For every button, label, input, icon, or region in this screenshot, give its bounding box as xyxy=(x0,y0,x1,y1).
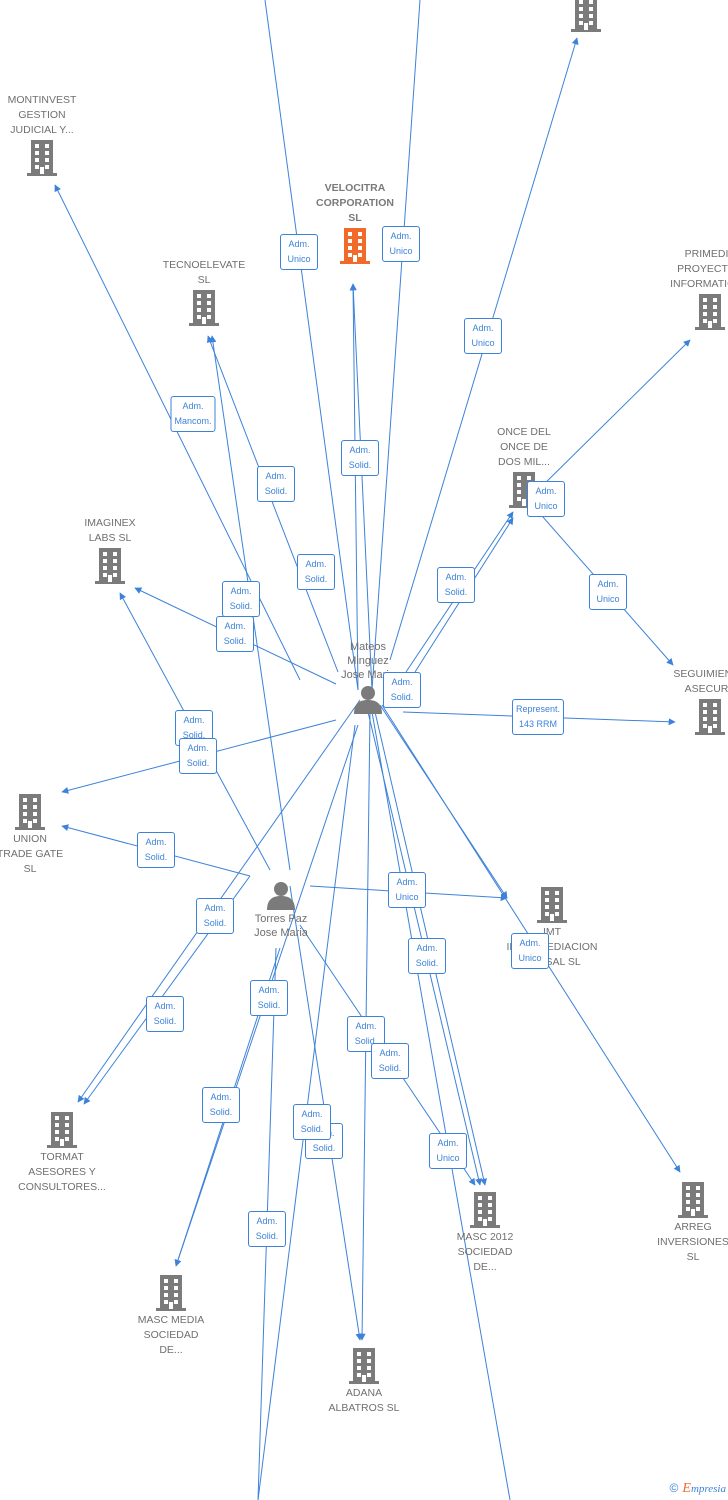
building-icon xyxy=(27,140,57,176)
person-name: Torres Paz Jose Maria xyxy=(254,913,308,939)
company-name: UNION TRADE GATE SL xyxy=(0,833,64,875)
brand-name: mpresia xyxy=(690,1483,726,1495)
company-montinvest[interactable]: MONTINVEST GESTION JUDICIAL Y... xyxy=(0,93,94,178)
role-label[interactable]: Adm. Unico xyxy=(280,234,318,270)
company-name: TECNOELEVATE SL xyxy=(162,259,246,286)
person-icon xyxy=(267,882,295,910)
role-label[interactable]: Adm. Solid. xyxy=(408,938,446,974)
role-label[interactable]: Adm. Solid. xyxy=(371,1043,409,1079)
building-icon xyxy=(537,887,567,923)
company-name: ONCE DEL ONCE DE DOS MIL... xyxy=(497,426,551,468)
role-label[interactable]: Adm. Unico xyxy=(382,226,420,262)
role-label[interactable]: Adm. Mancom. xyxy=(170,396,216,432)
building-icon xyxy=(47,1112,77,1148)
company-name: MONTINVEST GESTION JUDICIAL Y... xyxy=(7,94,77,136)
role-label[interactable]: Adm. Solid. xyxy=(196,898,234,934)
role-label[interactable]: Adm. Unico xyxy=(589,574,627,610)
company-name: SEGUIMIENTO ASECURE xyxy=(673,668,728,695)
company-adana[interactable]: ADANA ALBATROS SL xyxy=(312,1346,416,1416)
empresia-watermark: ©Empresia xyxy=(670,1481,726,1497)
role-label[interactable]: Adm. Solid. xyxy=(248,1211,286,1247)
company-seguimiento[interactable]: SEGUIMIENTO ASECURE xyxy=(658,667,728,737)
edge-line xyxy=(264,0,359,691)
company-name: ADANA ALBATROS SL xyxy=(328,1387,400,1414)
company-imaginex[interactable]: IMAGINEX LABS SL xyxy=(58,516,162,586)
person-icon xyxy=(354,686,382,714)
company-name: IMAGINEX LABS SL xyxy=(84,517,136,544)
role-label[interactable]: Adm. Solid. xyxy=(437,567,475,603)
role-label[interactable]: Adm. Unico xyxy=(429,1133,467,1169)
company-union[interactable]: UNION TRADE GATE SL xyxy=(0,792,82,877)
company-tecnoelevate[interactable]: TECNOELEVATE SL xyxy=(152,258,256,328)
role-label[interactable]: Adm. Solid. xyxy=(297,554,335,590)
company-name: MASC 2012 SOCIEDAD DE... xyxy=(456,1231,514,1273)
role-label[interactable]: Adm. Unico xyxy=(464,318,502,354)
company-name: TORMAT ASESORES Y CONSULTORES... xyxy=(18,1151,106,1193)
brand-initial: E xyxy=(682,1481,691,1496)
company-tormat[interactable]: TORMAT ASESORES Y CONSULTORES... xyxy=(10,1110,114,1195)
role-label[interactable]: Adm. Solid. xyxy=(216,616,254,652)
building-icon xyxy=(189,290,219,326)
role-label[interactable]: Adm. Unico xyxy=(511,933,549,969)
role-label[interactable]: Adm. Solid. xyxy=(250,980,288,1016)
building-icon xyxy=(678,1182,708,1218)
company-name: ARREG INVERSIONES SL xyxy=(657,1221,728,1263)
role-label[interactable]: Adm. Solid. xyxy=(222,581,260,617)
building-icon xyxy=(15,794,45,830)
edge-line xyxy=(371,711,511,1500)
role-label[interactable]: Adm. Solid. xyxy=(257,466,295,502)
edge-line xyxy=(207,335,339,673)
company-velocitra[interactable]: VELOCITRA CORPORATION SL xyxy=(303,181,407,266)
copyright-symbol: © xyxy=(669,1481,679,1495)
company-name: VELOCITRA CORPORATION SL xyxy=(316,182,394,224)
company-mascmedia[interactable]: MASC MEDIA SOCIEDAD DE... xyxy=(119,1273,223,1358)
building-icon xyxy=(470,1192,500,1228)
company-name: MASC MEDIA SOCIEDAD DE... xyxy=(137,1314,205,1356)
edge-line xyxy=(527,339,691,501)
company-top[interactable] xyxy=(534,0,638,34)
company-once[interactable]: ONCE DEL ONCE DE DOS MIL... xyxy=(472,425,576,510)
building-icon xyxy=(340,228,370,264)
company-masc2012[interactable]: MASC 2012 SOCIEDAD DE... xyxy=(433,1190,537,1275)
role-label[interactable]: Adm. Solid. xyxy=(293,1104,331,1140)
edge-line xyxy=(371,0,421,691)
role-label[interactable]: Adm. Unico xyxy=(527,481,565,517)
role-label[interactable]: Adm. Solid. xyxy=(202,1087,240,1123)
person-torres[interactable]: Torres Paz Jose Maria xyxy=(231,878,331,940)
role-label[interactable]: Adm. Solid. xyxy=(341,440,379,476)
building-icon xyxy=(695,699,725,735)
role-label[interactable]: Represent. 143 RRM xyxy=(511,699,565,735)
building-icon xyxy=(695,294,725,330)
company-primedia[interactable]: PRIMEDIA PROYECTOS INFORMATICOS xyxy=(658,247,728,332)
role-label[interactable]: Adm. Solid. xyxy=(179,738,217,774)
role-label[interactable]: Adm. Solid. xyxy=(383,672,421,708)
role-label[interactable]: Adm. Unico xyxy=(388,872,426,908)
edge-line xyxy=(349,283,373,691)
company-arreg[interactable]: ARREG INVERSIONES SL xyxy=(641,1180,728,1265)
building-icon xyxy=(349,1348,379,1384)
building-icon xyxy=(95,548,125,584)
edge-line xyxy=(349,283,359,691)
building-icon xyxy=(156,1275,186,1311)
role-label[interactable]: Adm. Solid. xyxy=(146,996,184,1032)
building-icon xyxy=(571,0,601,32)
role-label[interactable]: Adm. Solid. xyxy=(137,832,175,868)
company-name: PRIMEDIA PROYECTOS INFORMATICOS xyxy=(670,248,728,290)
